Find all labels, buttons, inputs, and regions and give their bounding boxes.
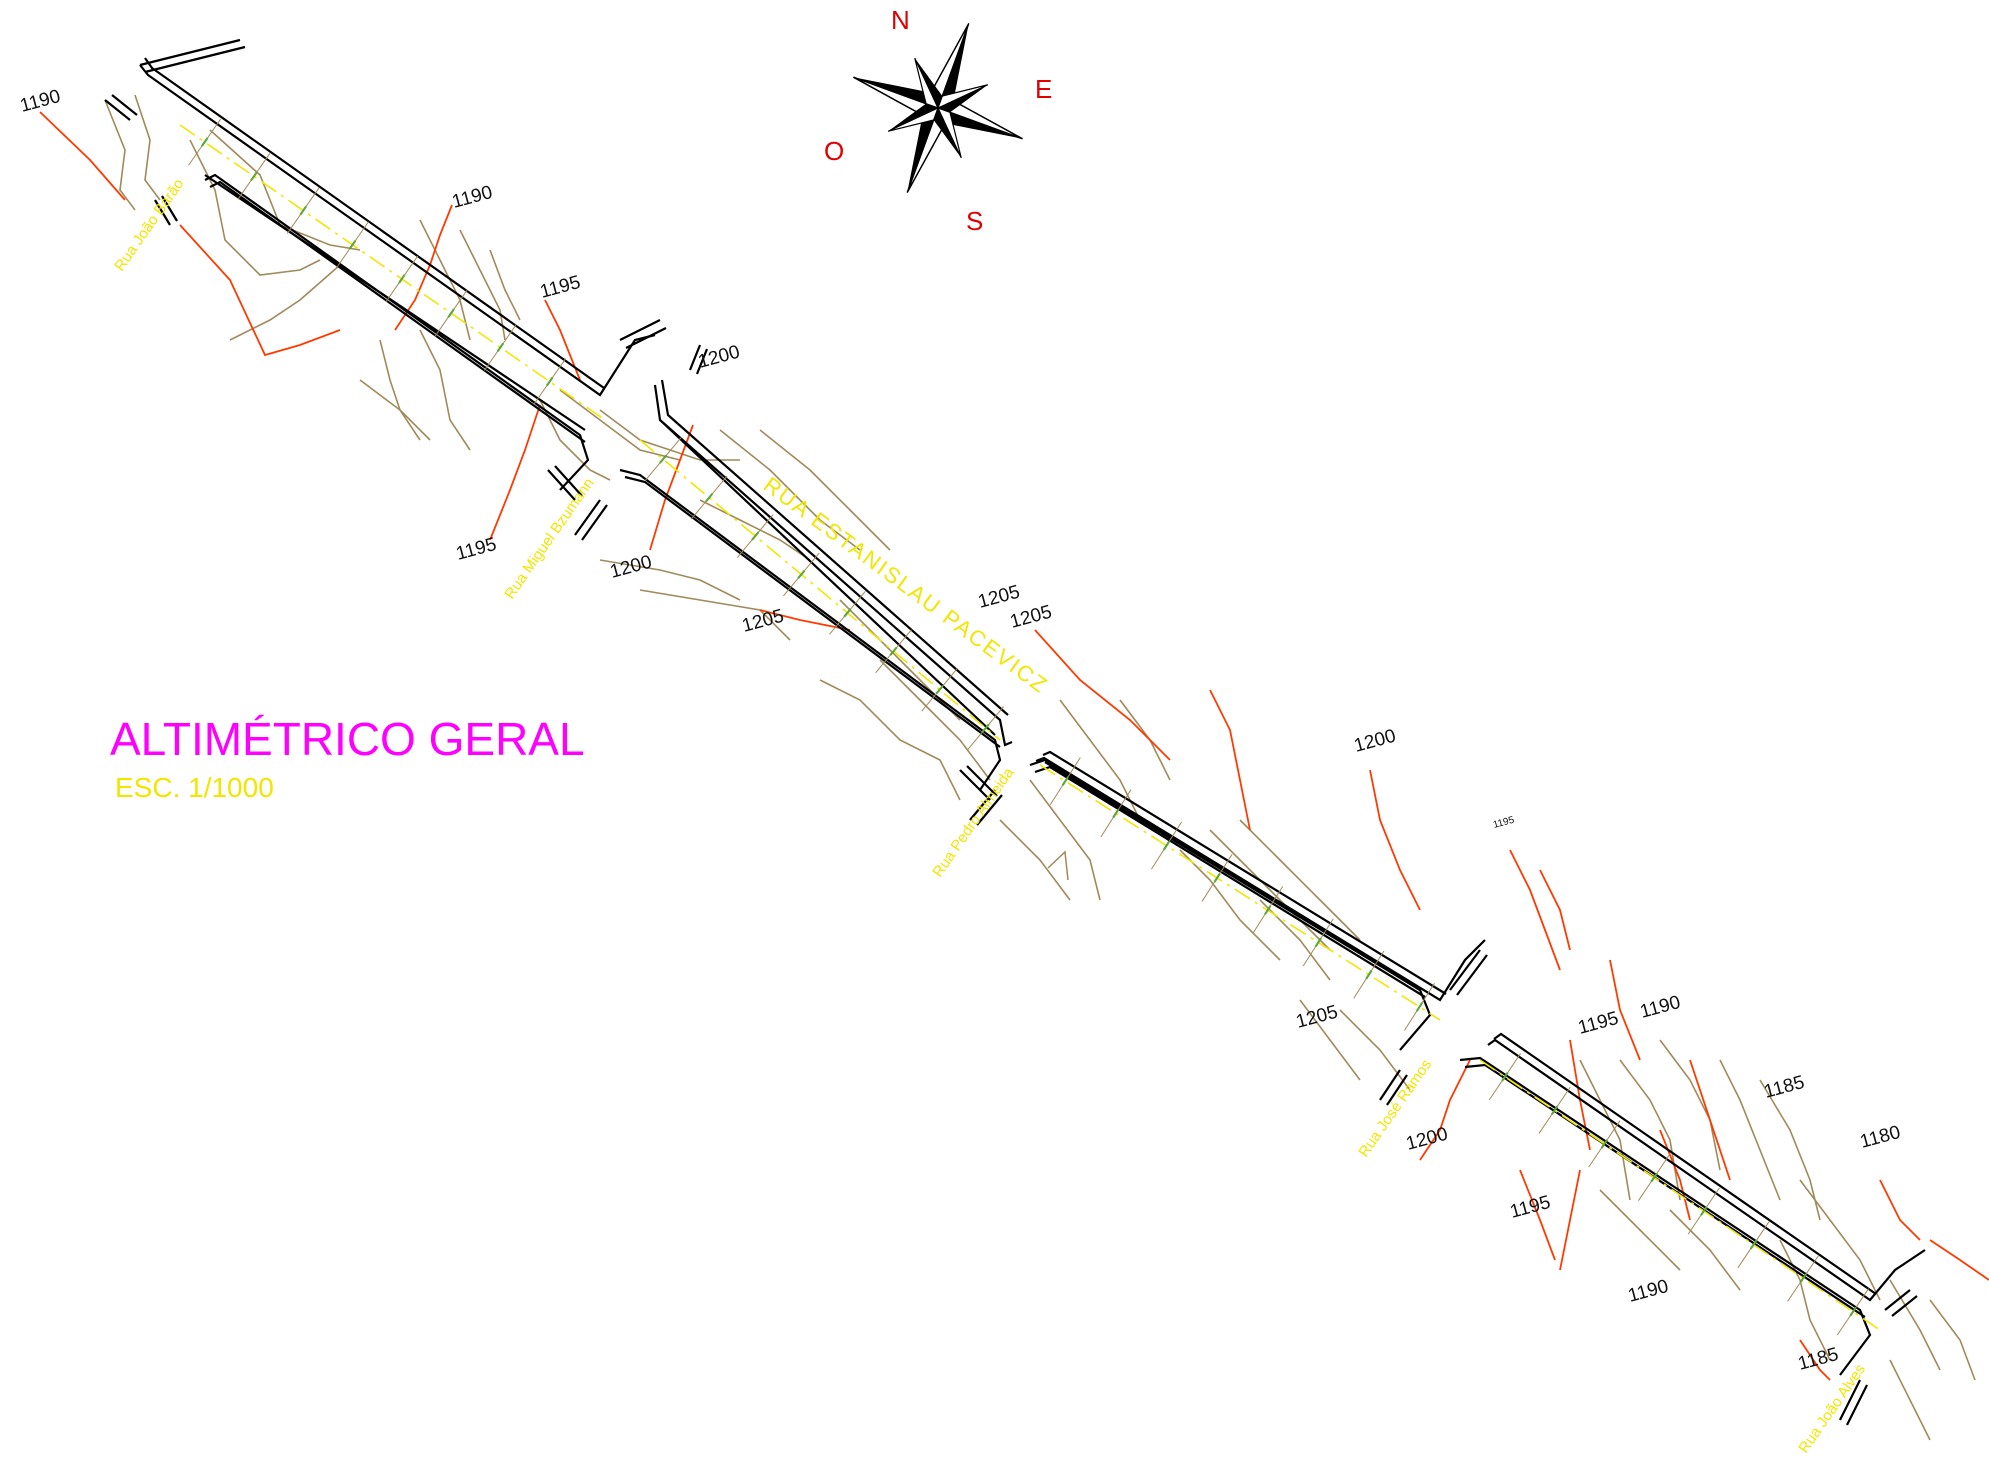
elevation-label: 1190 (18, 86, 63, 117)
cross-section-line (336, 221, 369, 269)
elevation-label: 1190 (1626, 1276, 1671, 1307)
elevation-label: 1195 (1508, 1192, 1553, 1223)
street-labels: Rua João Barão Rua Miguel Bzumann Rua Pe… (111, 176, 1869, 1457)
elevation-label: 1185 (1762, 1072, 1807, 1103)
elevation-label: 1195 (538, 272, 583, 303)
map-title: ALTIMÉTRICO GERAL (110, 713, 585, 765)
cross-section-line (1637, 1154, 1671, 1201)
cross-section-line (1787, 1254, 1820, 1302)
cross-section-line (1403, 983, 1435, 1031)
elevation-label: 1200 (696, 342, 742, 373)
elevation-label: 1195 (1576, 1008, 1621, 1039)
cross-section-line (237, 153, 271, 200)
elevation-label: 1180 (1858, 1122, 1903, 1153)
cross-section-line (1252, 886, 1284, 935)
cross-section-line (1353, 950, 1385, 999)
elevation-label: 1205 (740, 606, 786, 637)
cross-section-line (533, 358, 567, 405)
elevation-label: 1205 (1008, 602, 1054, 633)
cross-section-line (1538, 1086, 1571, 1134)
cross-section-line (921, 667, 958, 712)
compass-label-south: S (966, 206, 983, 236)
elevation-label: 1200 (608, 552, 654, 583)
cross-section-line (783, 552, 820, 597)
elevation-label: 1195 (1492, 815, 1516, 831)
cross-section-line (1100, 789, 1132, 838)
cross-section-lines (188, 118, 1870, 1336)
elevation-label: 1205 (1294, 1002, 1340, 1033)
cross-section-line (385, 255, 419, 303)
direction-mark (1047, 850, 1069, 881)
cross-section-line (644, 437, 682, 482)
cross-section-line (1302, 918, 1334, 967)
cross-section-line (1836, 1288, 1870, 1336)
cross-section-line (1488, 1053, 1521, 1101)
master-contour-lines (39, 111, 1989, 1381)
elevation-label: 1200 (1352, 726, 1398, 757)
cross-section-line (829, 591, 866, 635)
compass-label-west: O (824, 136, 844, 166)
elevation-label: 1195 (454, 534, 499, 565)
compass-label-north: N (891, 5, 910, 35)
cross-section-line (1201, 854, 1233, 902)
street-label-pedro-almeida: Rua Pedro Almeida (929, 764, 1017, 880)
elevation-label: 1190 (450, 182, 495, 213)
compass-rose (853, 23, 1023, 193)
cross-section-line (1687, 1187, 1720, 1235)
cross-section-line (188, 118, 222, 166)
road-centerline (179, 124, 1881, 1331)
cross-section-line (967, 706, 1005, 750)
elevation-label: 1185 (1796, 1344, 1841, 1375)
road-secondary-edges (204, 174, 1421, 991)
cross-section-line (736, 514, 774, 558)
cross-section-line (1737, 1221, 1770, 1269)
cross-section-line (1049, 757, 1081, 806)
cross-section-line (875, 629, 912, 674)
map-scale: ESC. 1/1000 (115, 772, 274, 803)
street-label-joao-alves: Rua João Alves (1795, 1361, 1869, 1456)
cross-section-line (434, 289, 468, 337)
cross-section-line (690, 475, 728, 520)
cross-section-line (484, 324, 517, 371)
cross-section-line (286, 187, 320, 234)
street-label-joao-barao: Rua João Barão (111, 176, 187, 275)
road-main-edges (104, 38, 1926, 1426)
compass-label-east: E (1035, 74, 1052, 104)
cross-section-line (1588, 1120, 1621, 1168)
cross-section-line (1151, 821, 1182, 870)
elevation-label: 1205 (976, 582, 1022, 613)
elevation-label: 1190 (1638, 992, 1683, 1023)
